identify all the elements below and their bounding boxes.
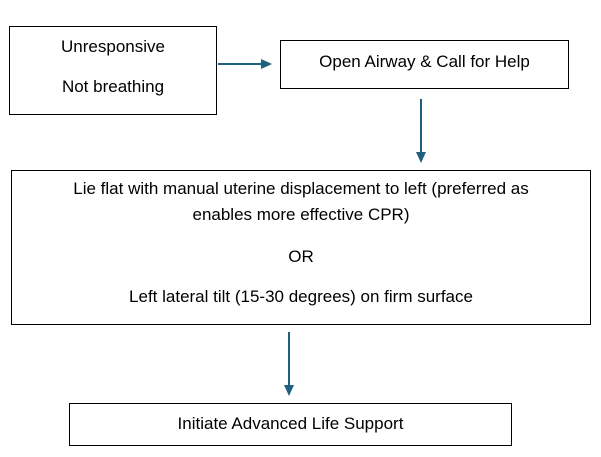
advanced-life-support-box: Initiate Advanced Life Support xyxy=(69,403,512,446)
positioning-line-2: enables more effective CPR) xyxy=(192,205,410,224)
positioning-box: Lie flat with manual uterine displacemen… xyxy=(11,170,591,325)
arrowhead-positioning xyxy=(416,152,426,163)
positioning-or: OR xyxy=(288,247,314,266)
not-breathing-label: Not breathing xyxy=(61,77,165,96)
arrowhead-als xyxy=(284,385,294,396)
arrowhead-airway xyxy=(261,59,272,69)
unresponsive-box: Unresponsive Not breathing xyxy=(9,26,217,115)
open-airway-box: Open Airway & Call for Help xyxy=(280,40,569,89)
positioning-line-1: Lie flat with manual uterine displacemen… xyxy=(73,179,529,198)
advanced-life-support-label: Initiate Advanced Life Support xyxy=(177,414,404,433)
unresponsive-label: Unresponsive xyxy=(61,37,165,56)
open-airway-label: Open Airway & Call for Help xyxy=(319,52,530,71)
positioning-line-4: Left lateral tilt (15-30 degrees) on fir… xyxy=(129,287,473,306)
